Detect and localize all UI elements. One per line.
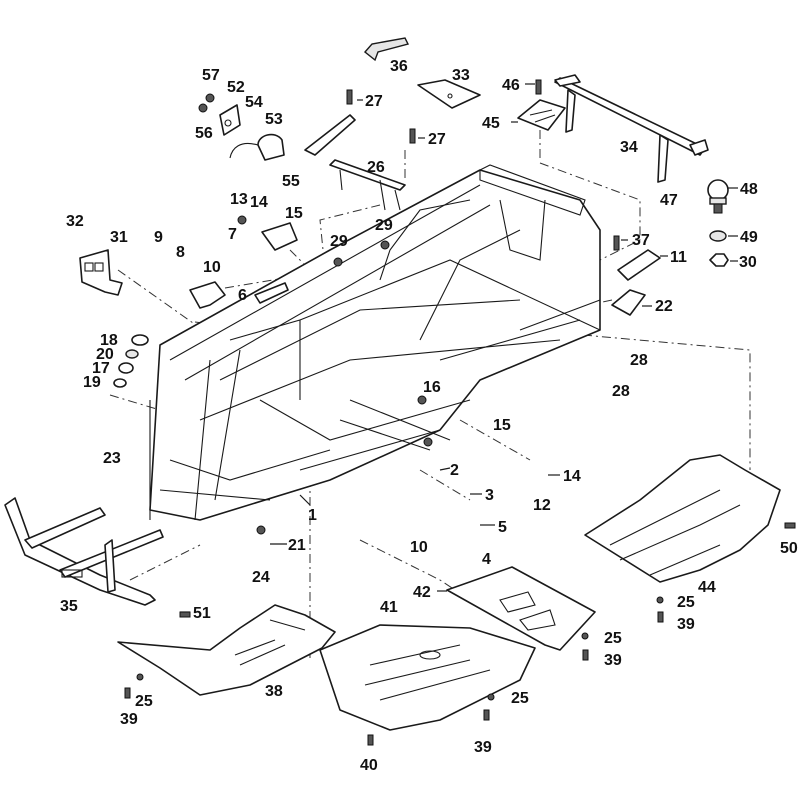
callout-13: 13 (230, 191, 248, 208)
callout-25-d: 25 (135, 693, 153, 710)
callout-5: 5 (498, 519, 507, 536)
grab-handle-36[interactable] (363, 37, 410, 62)
callout-14-lower: 14 (563, 468, 581, 485)
plate-22[interactable] (611, 289, 646, 316)
callout-54: 54 (245, 94, 263, 111)
callout-30: 30 (739, 254, 757, 271)
callout-4: 4 (482, 551, 491, 568)
callout-39-d: 39 (120, 711, 138, 728)
callout-40: 40 (360, 757, 378, 774)
callout-57: 57 (202, 67, 220, 84)
bracket-6[interactable] (254, 282, 289, 304)
callout-3: 3 (485, 487, 494, 504)
skid-plate-42[interactable] (446, 566, 596, 651)
skid-plate-44[interactable] (584, 454, 781, 583)
callout-50: 50 (780, 540, 798, 557)
callout-25-a: 25 (677, 594, 695, 611)
callout-22: 22 (655, 298, 673, 315)
callout-10-upper: 10 (203, 259, 221, 276)
callout-55: 55 (282, 173, 300, 190)
callout-39-a: 39 (677, 616, 695, 633)
callout-15-lower: 15 (493, 417, 511, 434)
bushings-17-20[interactable] (113, 334, 149, 388)
callout-45: 45 (482, 115, 500, 132)
callout-53: 53 (265, 111, 283, 128)
callout-20: 20 (96, 346, 114, 363)
callout-33: 33 (452, 67, 470, 84)
callout-25-c: 25 (511, 690, 529, 707)
skid-plate-41[interactable] (319, 624, 536, 731)
callouts: 1 2 3 4 5 6 7 8 9 10 10 11 12 13 14 14 1… (60, 58, 798, 774)
mount-10-upper[interactable] (189, 281, 226, 309)
skid-plate-38[interactable] (117, 604, 336, 696)
callout-6: 6 (238, 287, 247, 304)
crossmember-26[interactable] (304, 114, 406, 211)
callout-44: 44 (698, 579, 716, 596)
callout-49: 49 (740, 229, 758, 246)
callout-51: 51 (193, 605, 211, 622)
callout-17: 17 (92, 360, 110, 377)
callout-27-a: 27 (365, 93, 383, 110)
callout-10-lower: 10 (410, 539, 428, 556)
callout-24: 24 (252, 569, 270, 586)
fasteners (124, 79, 796, 746)
callout-34: 34 (620, 139, 638, 156)
callout-18: 18 (100, 332, 118, 349)
callout-16: 16 (423, 379, 441, 396)
hitch-ball-48[interactable] (707, 179, 729, 214)
callout-29-b: 29 (330, 233, 348, 250)
callout-26: 26 (367, 159, 385, 176)
callout-36: 36 (390, 58, 408, 75)
callout-29-a: 29 (375, 217, 393, 234)
front-bumper-35[interactable] (4, 497, 164, 606)
callout-9: 9 (154, 229, 163, 246)
bracket-15-upper[interactable] (261, 222, 298, 251)
callout-39-c: 39 (474, 739, 492, 756)
callout-46: 46 (502, 77, 520, 94)
hitch-plate-31[interactable] (79, 249, 123, 296)
callout-14-upper: 14 (250, 194, 268, 211)
callout-52: 52 (227, 79, 245, 96)
callout-2: 2 (450, 462, 459, 479)
callout-12: 12 (533, 497, 551, 514)
callout-47: 47 (660, 192, 678, 209)
callout-41: 41 (380, 599, 398, 616)
callout-28-a: 28 (630, 352, 648, 369)
callout-56: 56 (195, 125, 213, 142)
callout-28-b: 28 (612, 383, 630, 400)
callout-32: 32 (66, 213, 84, 230)
callout-42: 42 (413, 584, 431, 601)
callout-8: 8 (176, 244, 185, 261)
callout-25-b: 25 (604, 630, 622, 647)
callout-27-b: 27 (428, 131, 446, 148)
callout-19: 19 (83, 374, 101, 391)
callout-35: 35 (60, 598, 78, 615)
plate-11[interactable] (617, 249, 661, 281)
callout-21: 21 (288, 537, 306, 554)
callout-31: 31 (110, 229, 128, 246)
callout-11: 11 (670, 249, 687, 266)
light-bracket-52[interactable] (219, 104, 241, 136)
callout-37: 37 (632, 232, 650, 249)
callout-48: 48 (740, 181, 758, 198)
cover-plate-33[interactable] (417, 79, 481, 109)
callout-7: 7 (228, 226, 237, 243)
callout-38: 38 (265, 683, 283, 700)
main-frame[interactable] (149, 164, 601, 521)
washer-49[interactable] (709, 230, 727, 242)
callout-1: 1 (308, 507, 317, 524)
callout-15-upper: 15 (285, 205, 303, 222)
callout-39-b: 39 (604, 652, 622, 669)
light-assembly-53[interactable] (229, 133, 285, 161)
nut-30[interactable] (709, 253, 729, 267)
callout-23: 23 (103, 450, 121, 467)
rear-rack-34[interactable] (554, 74, 709, 183)
bracket-45[interactable] (517, 99, 566, 131)
